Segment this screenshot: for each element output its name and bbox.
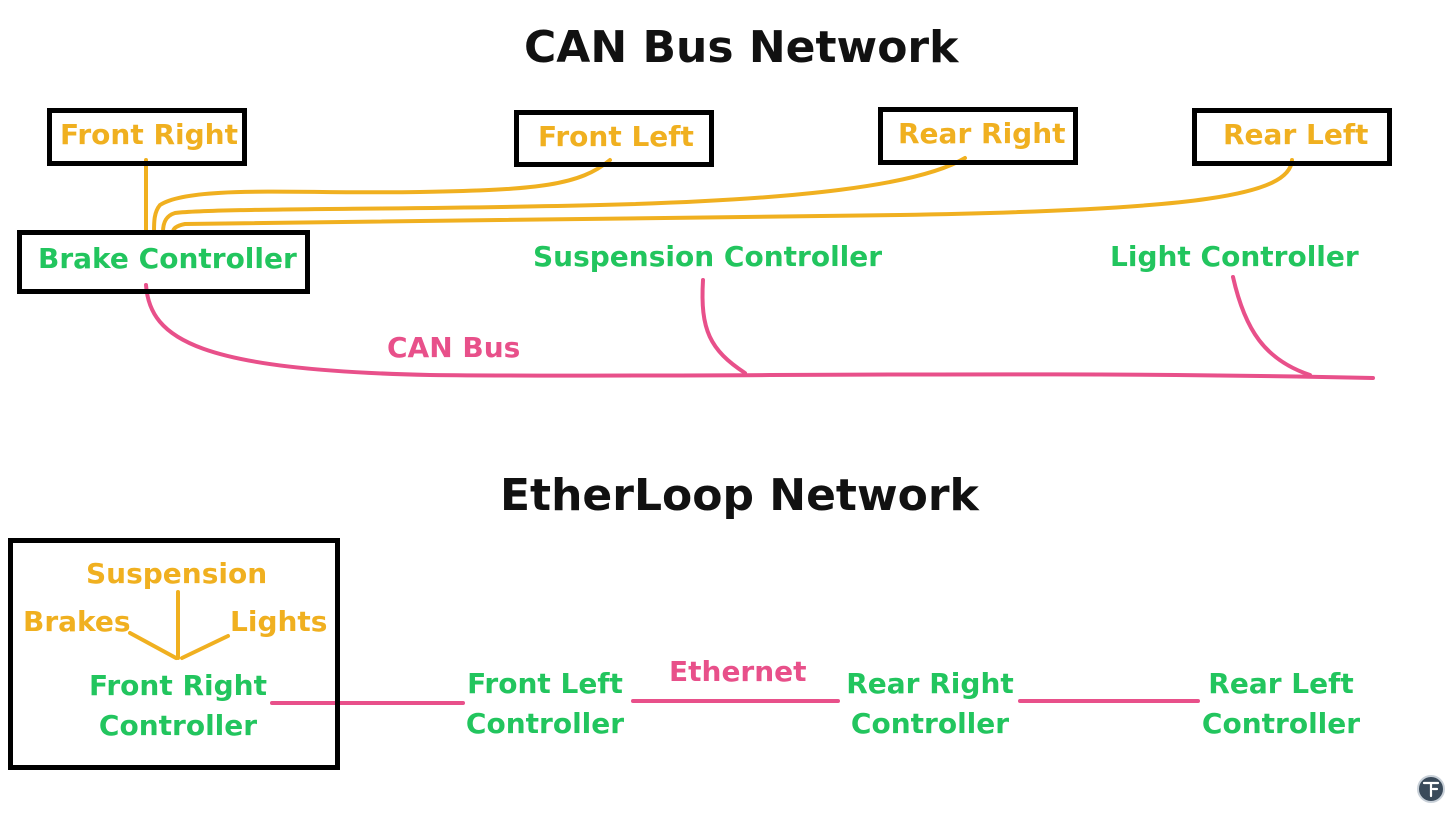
tf-logo-glyph [1422, 781, 1440, 798]
front-right-zone-box [8, 538, 340, 770]
wire-front-left [152, 158, 612, 234]
brake-controller-label: Brake Controller [38, 242, 297, 275]
rear-right-controller-line2: Controller [850, 707, 1010, 740]
can-network-title: CAN Bus Network [524, 22, 959, 73]
rear-left-controller-line1: Rear Left [1208, 667, 1354, 700]
front-left-controller-line1: Front Left [467, 667, 623, 700]
node-front-right-label: Front Right [60, 118, 238, 151]
rear-right-controller-line1: Rear Right [846, 667, 1014, 700]
subsystem-lights-label: Lights [230, 605, 328, 638]
front-left-controller: Front Left Controller [455, 664, 635, 744]
rear-left-controller: Rear Left Controller [1195, 664, 1367, 744]
rear-left-controller-line2: Controller [1201, 707, 1361, 740]
suspension-controller-label: Suspension Controller [533, 240, 883, 273]
node-box-front-left [514, 110, 714, 167]
node-box-rear-right [878, 107, 1078, 165]
wire-brakes [128, 631, 178, 660]
node-rear-left-label: Rear Left [1223, 118, 1369, 151]
front-left-controller-line2: Controller [465, 707, 625, 740]
wire-lights [180, 634, 230, 660]
ethernet-label: Ethernet [669, 655, 807, 688]
etherloop-network-title: EtherLoop Network [500, 470, 979, 521]
subsystem-suspension-label: Suspension [86, 557, 268, 590]
can-bus-line [144, 283, 1375, 380]
can-bus-suspension-drop [700, 278, 747, 375]
rear-right-controller: Rear Right Controller [835, 664, 1025, 744]
node-box-front-right [47, 108, 247, 166]
tf-logo-icon [1417, 775, 1445, 803]
light-controller-label: Light Controller [1110, 240, 1359, 273]
node-rear-right-label: Rear Right [898, 117, 1066, 150]
wire-rear-left [171, 158, 1294, 234]
wire-rear-right [161, 156, 967, 234]
front-right-controller: Front Right Controller [78, 666, 278, 746]
front-right-controller-line2: Controller [98, 709, 258, 742]
brake-controller-box [17, 230, 310, 294]
node-front-left-label: Front Left [538, 120, 694, 153]
can-bus-label: CAN Bus [387, 331, 521, 364]
front-right-controller-line1: Front Right [89, 669, 267, 702]
subsystem-brakes-label: Brakes [23, 605, 131, 638]
can-bus-light-drop [1231, 275, 1312, 377]
node-box-rear-left [1192, 108, 1392, 166]
